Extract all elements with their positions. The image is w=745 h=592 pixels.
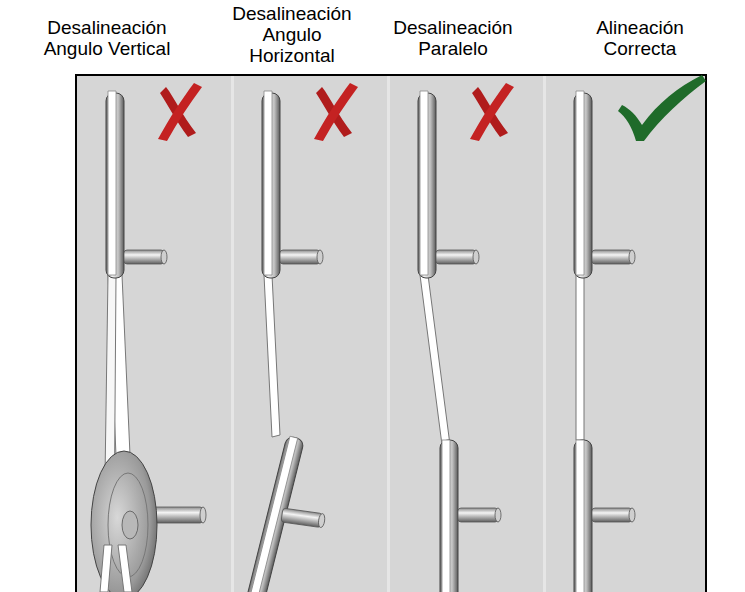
column-heading: Alineación Correcta — [575, 17, 705, 59]
column-heading: Desalineación Paralelo — [378, 17, 528, 59]
column-heading: Desalineación Angulo Horizontal — [222, 3, 362, 66]
column-heading: Desalineación Angulo Vertical — [22, 17, 192, 59]
